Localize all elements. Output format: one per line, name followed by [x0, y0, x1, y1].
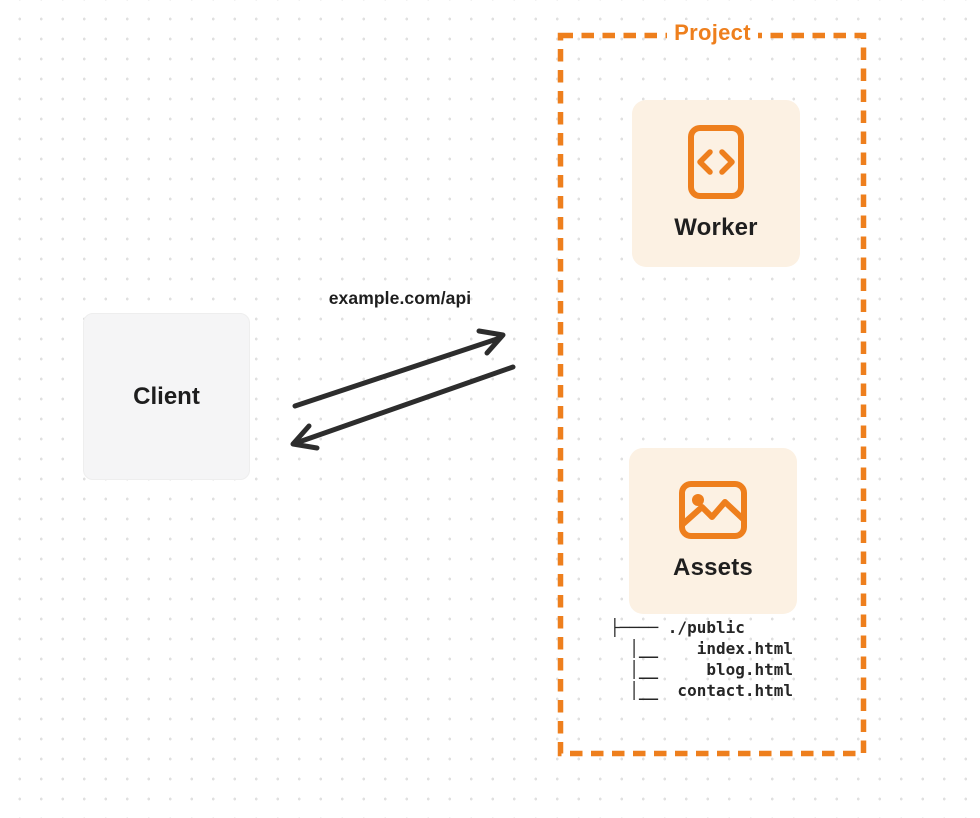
worker-node: Worker: [632, 100, 800, 267]
response-arrow: [290, 364, 516, 451]
file-tree-line: ├──── ./public: [610, 618, 745, 637]
code-document-icon: [688, 125, 744, 199]
project-label: Project: [667, 20, 758, 46]
file-tree-line: │__ blog.html: [610, 660, 794, 679]
worker-label: Worker: [674, 214, 758, 241]
request-arrow: [292, 328, 506, 409]
client-node: Client: [83, 313, 250, 480]
project-label-wrap: Project: [560, 20, 865, 46]
file-tree-line: │__ index.html: [610, 639, 794, 658]
request-url-label: example.com/api: [328, 288, 472, 308]
file-tree: ├──── ./public │__ index.html │__ blog.h…: [610, 617, 793, 701]
assets-node: Assets: [629, 448, 797, 614]
client-label: Client: [133, 382, 200, 410]
assets-label: Assets: [673, 553, 753, 581]
image-icon: [679, 480, 747, 539]
file-tree-line: │__ contact.html: [610, 681, 794, 700]
